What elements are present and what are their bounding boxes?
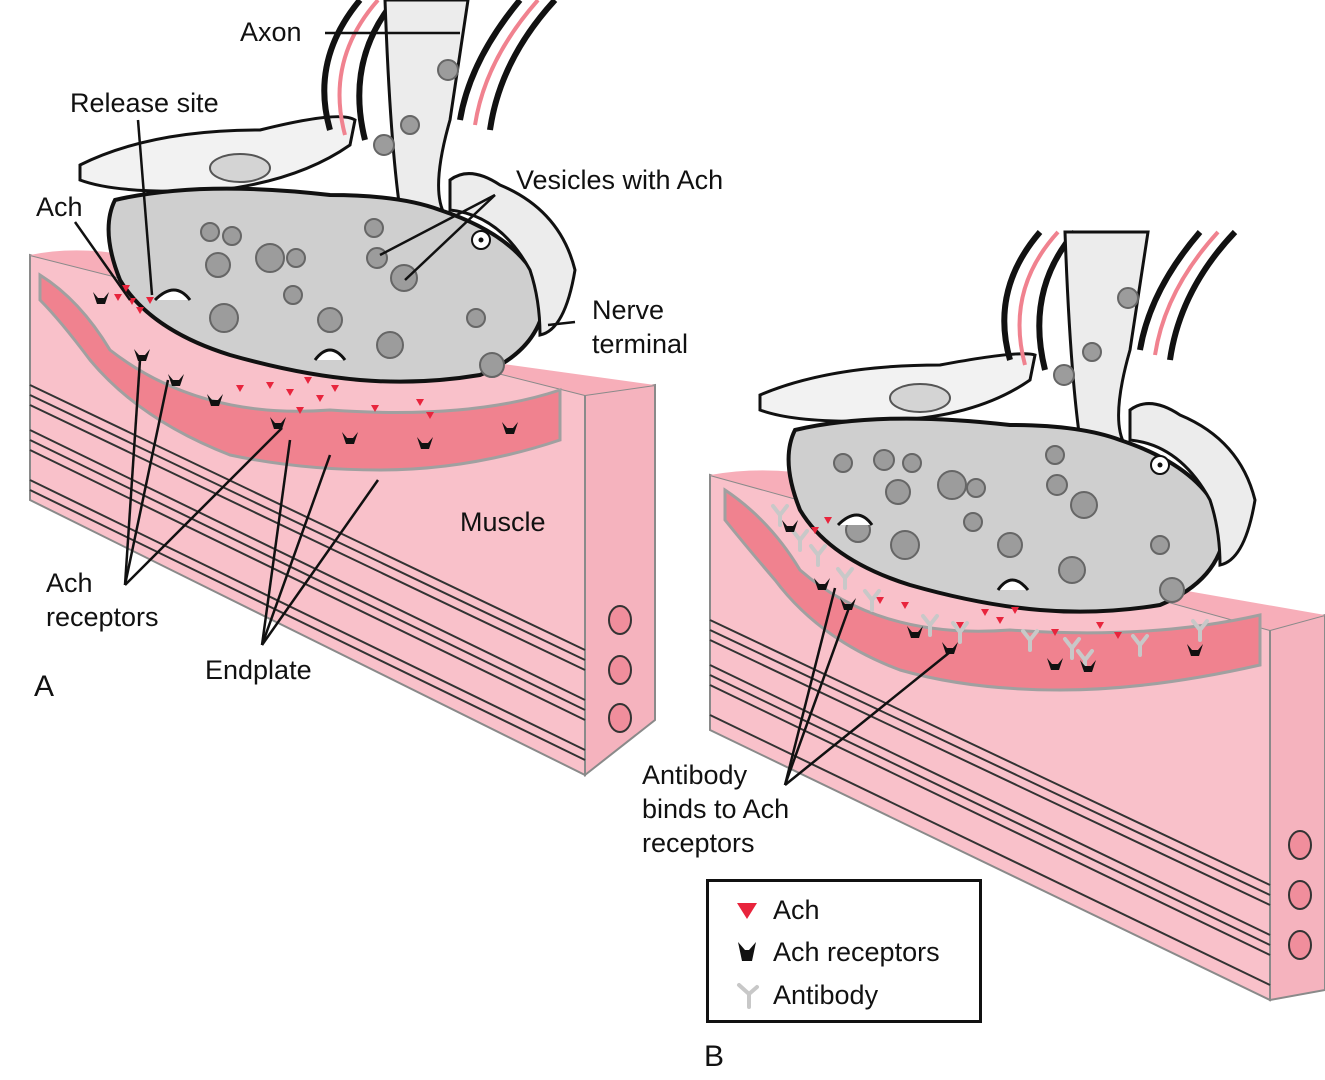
ach-triangle-icon	[729, 895, 765, 925]
endplate-label: Endplate	[205, 653, 312, 687]
release-site-label: Release site	[70, 86, 219, 120]
legend-item-antibody: Antibody	[729, 975, 878, 1015]
nerve-terminal-label: Nerve terminal	[592, 293, 688, 361]
vesicles-label: Vesicles with Ach	[516, 163, 723, 197]
panel-a-label: A	[34, 670, 54, 704]
legend-box: Ach Ach receptors Antibody	[706, 879, 982, 1023]
axon-label: Axon	[240, 15, 302, 49]
antibody-binds-label: Antibody binds to Ach receptors	[642, 758, 789, 860]
legend-item-receptor: Ach receptors	[729, 932, 940, 972]
legend-label: Ach	[773, 895, 820, 926]
ach-label: Ach	[36, 190, 83, 224]
receptor-icon	[729, 937, 765, 967]
legend-item-ach: Ach	[729, 890, 820, 930]
legend-label: Ach receptors	[773, 937, 940, 968]
muscle-label: Muscle	[460, 505, 546, 539]
antibody-icon	[729, 980, 765, 1010]
panel-b-label: B	[704, 1040, 724, 1074]
legend-label: Antibody	[773, 980, 878, 1011]
ach-receptors-label: Ach receptors	[46, 566, 159, 634]
